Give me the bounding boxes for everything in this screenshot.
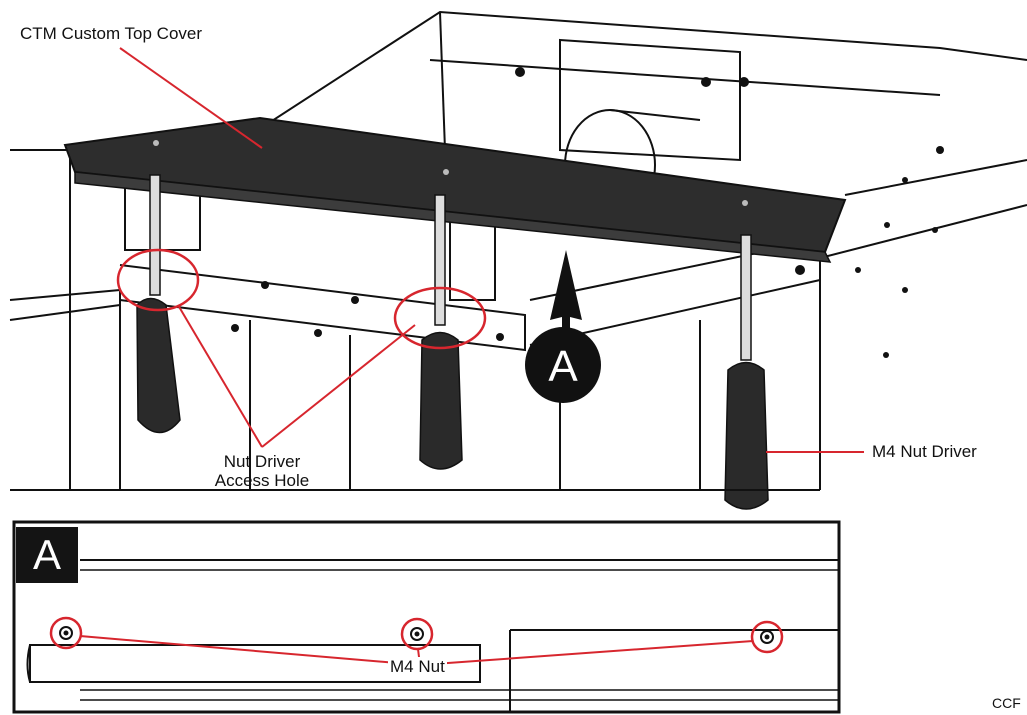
access-hole-highlights <box>116 248 487 350</box>
chassis-body <box>9 10 1027 490</box>
m4-nut-label: M4 Nut <box>388 657 447 676</box>
detail-a-frame <box>12 520 841 714</box>
view-marker-a: A <box>525 327 601 403</box>
top-cover-bar <box>63 116 847 263</box>
access-hole-label: Nut Driver Access Hole <box>198 452 326 490</box>
m4-nut-driver-label: M4 Nut Driver <box>872 442 977 461</box>
figure-code: CCF <box>992 695 1021 711</box>
chassis-holes <box>231 67 944 358</box>
access-hole-label-line1: Nut Driver <box>223 452 301 471</box>
top-cover-label: CTM Custom Top Cover <box>20 24 203 43</box>
view-direction-arrow <box>550 250 582 340</box>
detail-a-label: A <box>16 527 78 583</box>
detail-a-nuts <box>59 626 774 644</box>
svg-text:A: A <box>548 342 578 391</box>
nut-driver-left <box>136 174 181 434</box>
nut-driver-center <box>419 194 463 470</box>
callout-leaders <box>119 47 864 453</box>
access-hole-label-line2: Access Hole <box>214 471 310 490</box>
m4-nut-highlights <box>49 616 784 654</box>
nut-driver-right <box>724 234 769 510</box>
